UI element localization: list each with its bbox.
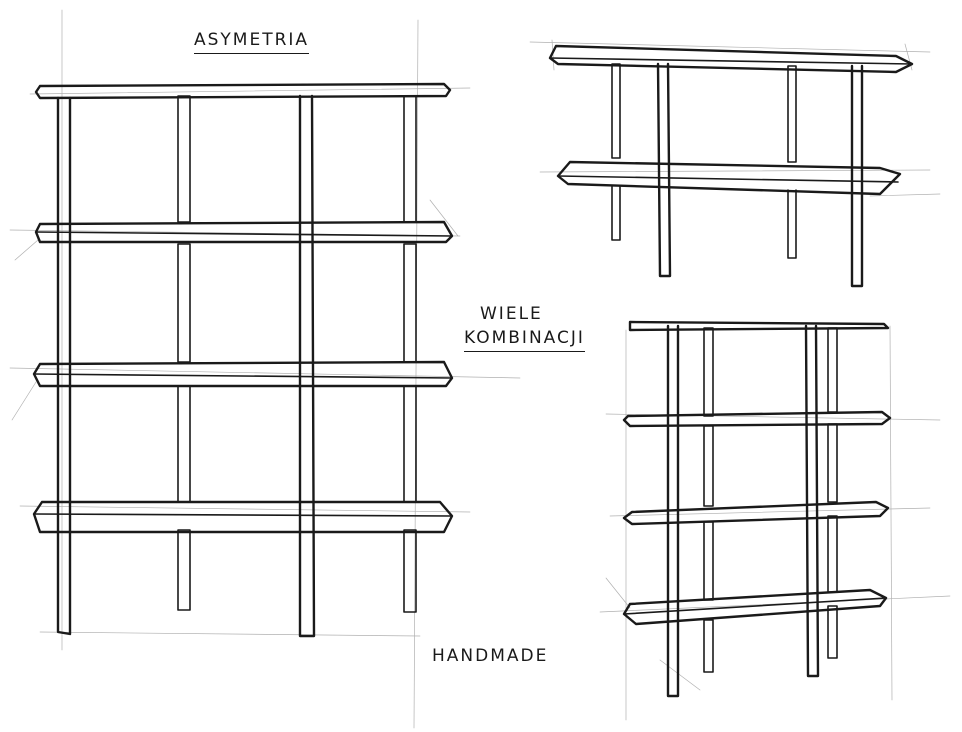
console-back-post-left — [611, 63, 621, 241]
front-post-left — [56, 96, 72, 636]
console-board-lower — [556, 160, 902, 196]
construction-lines-large — [9, 9, 521, 729]
console-board-top — [548, 44, 914, 74]
tall-front-post-right — [804, 324, 820, 678]
front-post-center — [298, 94, 316, 638]
tall-board-3 — [622, 500, 890, 526]
tall-board-bottom — [622, 588, 888, 626]
console-back-post-right — [787, 65, 797, 259]
tall-front-post-left — [666, 324, 680, 698]
tall-back-post-left — [703, 327, 714, 673]
combinations-annotation-line2: KOMBINACJI — [464, 328, 585, 352]
shelf-unit-large — [9, 9, 521, 729]
shelf-board-top — [34, 82, 452, 100]
footer-annotation: HANDMADE — [432, 646, 549, 666]
construction-lines-console — [529, 39, 941, 197]
shelf-board-bottom — [32, 500, 454, 534]
console-front-post-left — [656, 62, 672, 278]
title-annotation: ASYMETRIA — [194, 30, 310, 54]
back-post-left — [177, 95, 191, 611]
shelf-unit-tall — [599, 320, 951, 721]
shelf-unit-console — [529, 39, 941, 288]
back-post-right — [403, 95, 417, 613]
console-front-post-right — [850, 64, 864, 288]
tall-board-top — [628, 320, 890, 332]
combinations-annotation-line1: WIELE — [480, 304, 543, 324]
shelf-board-2 — [34, 220, 454, 244]
shelf-board-3 — [32, 360, 454, 388]
tall-board-2 — [622, 410, 892, 428]
